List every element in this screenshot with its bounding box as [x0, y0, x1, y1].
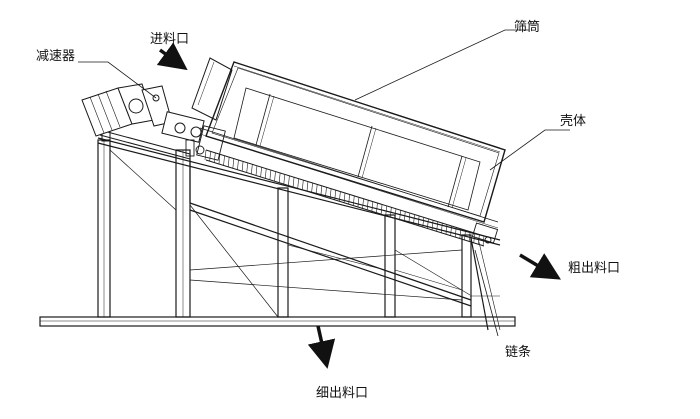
leader-lines — [78, 29, 570, 337]
chain-link — [376, 203, 378, 214]
chain-link — [278, 172, 281, 183]
chain-link — [464, 230, 466, 241]
chain-link — [251, 164, 253, 175]
chain-link — [315, 184, 318, 195]
screen-drum — [199, 61, 506, 229]
chain-link — [325, 187, 327, 198]
screen-drum-label: 筛筒 — [514, 20, 541, 35]
chain-link — [399, 210, 401, 221]
chain-link — [478, 234, 480, 245]
chain-link — [482, 235, 485, 247]
chain-link — [417, 215, 420, 226]
chain-link — [473, 233, 476, 244]
chain-link — [371, 201, 374, 212]
chain-link — [246, 162, 248, 173]
chain-link — [403, 211, 406, 222]
chain-link — [394, 208, 397, 219]
base-frame — [39, 137, 516, 331]
chain-link — [348, 194, 350, 205]
chain-link — [297, 178, 299, 189]
chain-link — [306, 181, 309, 192]
chain-link — [232, 158, 235, 169]
chain-link — [204, 149, 207, 161]
chain-link — [339, 191, 341, 202]
coarse-outlet-label: 粗出料口 — [568, 261, 621, 276]
chain-link — [408, 213, 411, 224]
chain-link — [260, 167, 262, 178]
feed-inlet-label: 进料口 — [150, 32, 190, 47]
chain-link — [468, 231, 471, 242]
chain-link — [459, 228, 462, 239]
chain-link — [213, 152, 216, 163]
chain-link — [218, 154, 221, 165]
chain-link — [311, 182, 313, 193]
chain-link — [450, 225, 452, 236]
flow-arrows — [156, 42, 562, 369]
chain-link — [441, 223, 443, 234]
coarse-outlet-arrow — [519, 253, 562, 280]
chain-link — [427, 218, 429, 229]
chain-link — [288, 175, 290, 186]
chain-link — [362, 198, 364, 209]
chain-link — [302, 180, 304, 191]
chain-link — [357, 197, 360, 208]
chain-link — [454, 227, 457, 238]
chain-link — [264, 168, 267, 179]
chain-link — [292, 177, 295, 188]
chain-link — [422, 217, 425, 228]
reducer-body — [81, 83, 205, 143]
chain-link — [445, 224, 448, 235]
chain-link — [223, 155, 225, 166]
feed-chute — [191, 57, 233, 121]
chain-link — [431, 220, 434, 231]
chain-link — [436, 221, 438, 232]
chain-link — [329, 188, 332, 199]
chain-band — [204, 149, 485, 247]
reducer-label: 减速器 — [36, 49, 76, 64]
chain-link — [343, 192, 346, 204]
housing-label: 壳体 — [560, 114, 587, 129]
discharge-end — [471, 222, 499, 244]
chain-link — [241, 161, 244, 172]
chain-link — [413, 214, 415, 225]
fine-outlet-label: 细出料口 — [316, 386, 369, 401]
chain-link — [334, 190, 337, 201]
chain-link — [366, 200, 369, 211]
chain-link — [255, 165, 258, 176]
chain-link — [352, 195, 355, 206]
chain-label: 链条 — [505, 345, 532, 360]
chain-link — [227, 157, 230, 168]
chain-link — [380, 204, 383, 215]
chain-link — [320, 185, 323, 196]
fine-outlet-arrow — [307, 325, 336, 369]
gear-box — [185, 125, 226, 161]
chain-link — [390, 207, 392, 218]
chain-link — [237, 160, 239, 171]
chain-link — [385, 205, 387, 216]
chain-link — [283, 174, 286, 185]
chain-link — [209, 151, 211, 162]
chain-link — [269, 170, 272, 181]
chain-link — [274, 171, 276, 182]
feed-arrow — [156, 42, 188, 71]
